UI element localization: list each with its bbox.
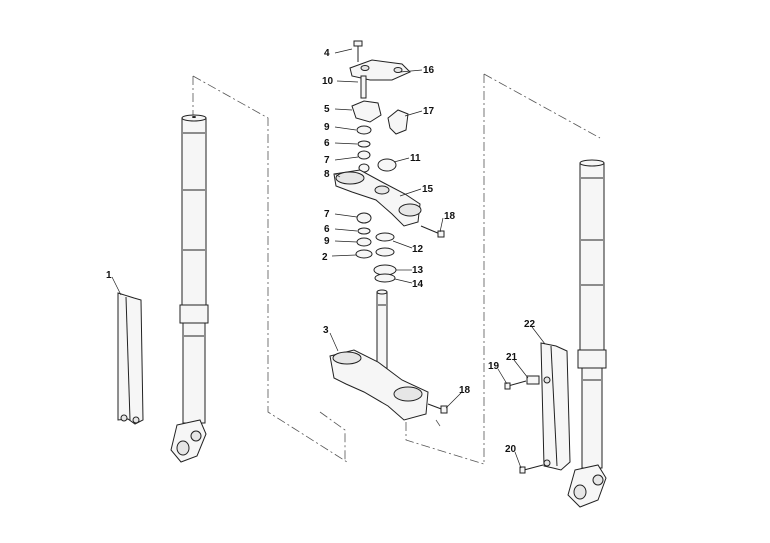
callout-19: 19 <box>488 361 500 372</box>
fork-guard-left <box>117 292 144 425</box>
callout-15: 15 <box>422 184 434 195</box>
top-clamp-assembly <box>349 40 411 173</box>
left-fork-leg <box>170 114 209 463</box>
callout-18: 18 <box>459 385 471 396</box>
fork-guard-right <box>540 342 571 471</box>
callout-12: 12 <box>412 244 424 255</box>
callout-20: 20 <box>505 444 517 455</box>
callout-8: 8 <box>324 169 330 180</box>
callout-17: 17 <box>423 106 435 117</box>
callout-1: 1 <box>106 270 112 281</box>
callout-7: 7 <box>324 155 330 166</box>
right-fork-leg <box>567 159 607 508</box>
callout-6: 6 <box>324 138 330 149</box>
guard-fasteners <box>504 375 544 474</box>
callout-5: 5 <box>324 104 330 115</box>
callout-21: 21 <box>506 352 518 363</box>
alignment-lines <box>192 73 601 465</box>
callout-7: 7 <box>324 209 330 220</box>
callout-11: 11 <box>410 153 421 164</box>
callout-14: 14 <box>412 279 424 290</box>
callout-9: 9 <box>324 236 330 247</box>
leader-lines <box>111 48 546 469</box>
callout-6: 6 <box>324 224 330 235</box>
lower-triple-clamp <box>329 289 448 421</box>
callout-18: 18 <box>444 211 456 222</box>
lower-hardware-stack <box>355 212 397 283</box>
callout-9: 9 <box>324 122 330 133</box>
callout-labels: 4 16 10 5 17 9 6 7 11 8 15 18 7 6 9 12 2… <box>106 48 536 455</box>
callout-16: 16 <box>423 65 435 76</box>
callout-3: 3 <box>323 325 329 336</box>
callout-10: 10 <box>322 76 334 87</box>
callout-2: 2 <box>322 252 328 263</box>
callout-22: 22 <box>524 319 536 330</box>
callout-4: 4 <box>324 48 330 59</box>
upper-triple-clamp <box>333 169 445 238</box>
callout-13: 13 <box>412 265 424 276</box>
